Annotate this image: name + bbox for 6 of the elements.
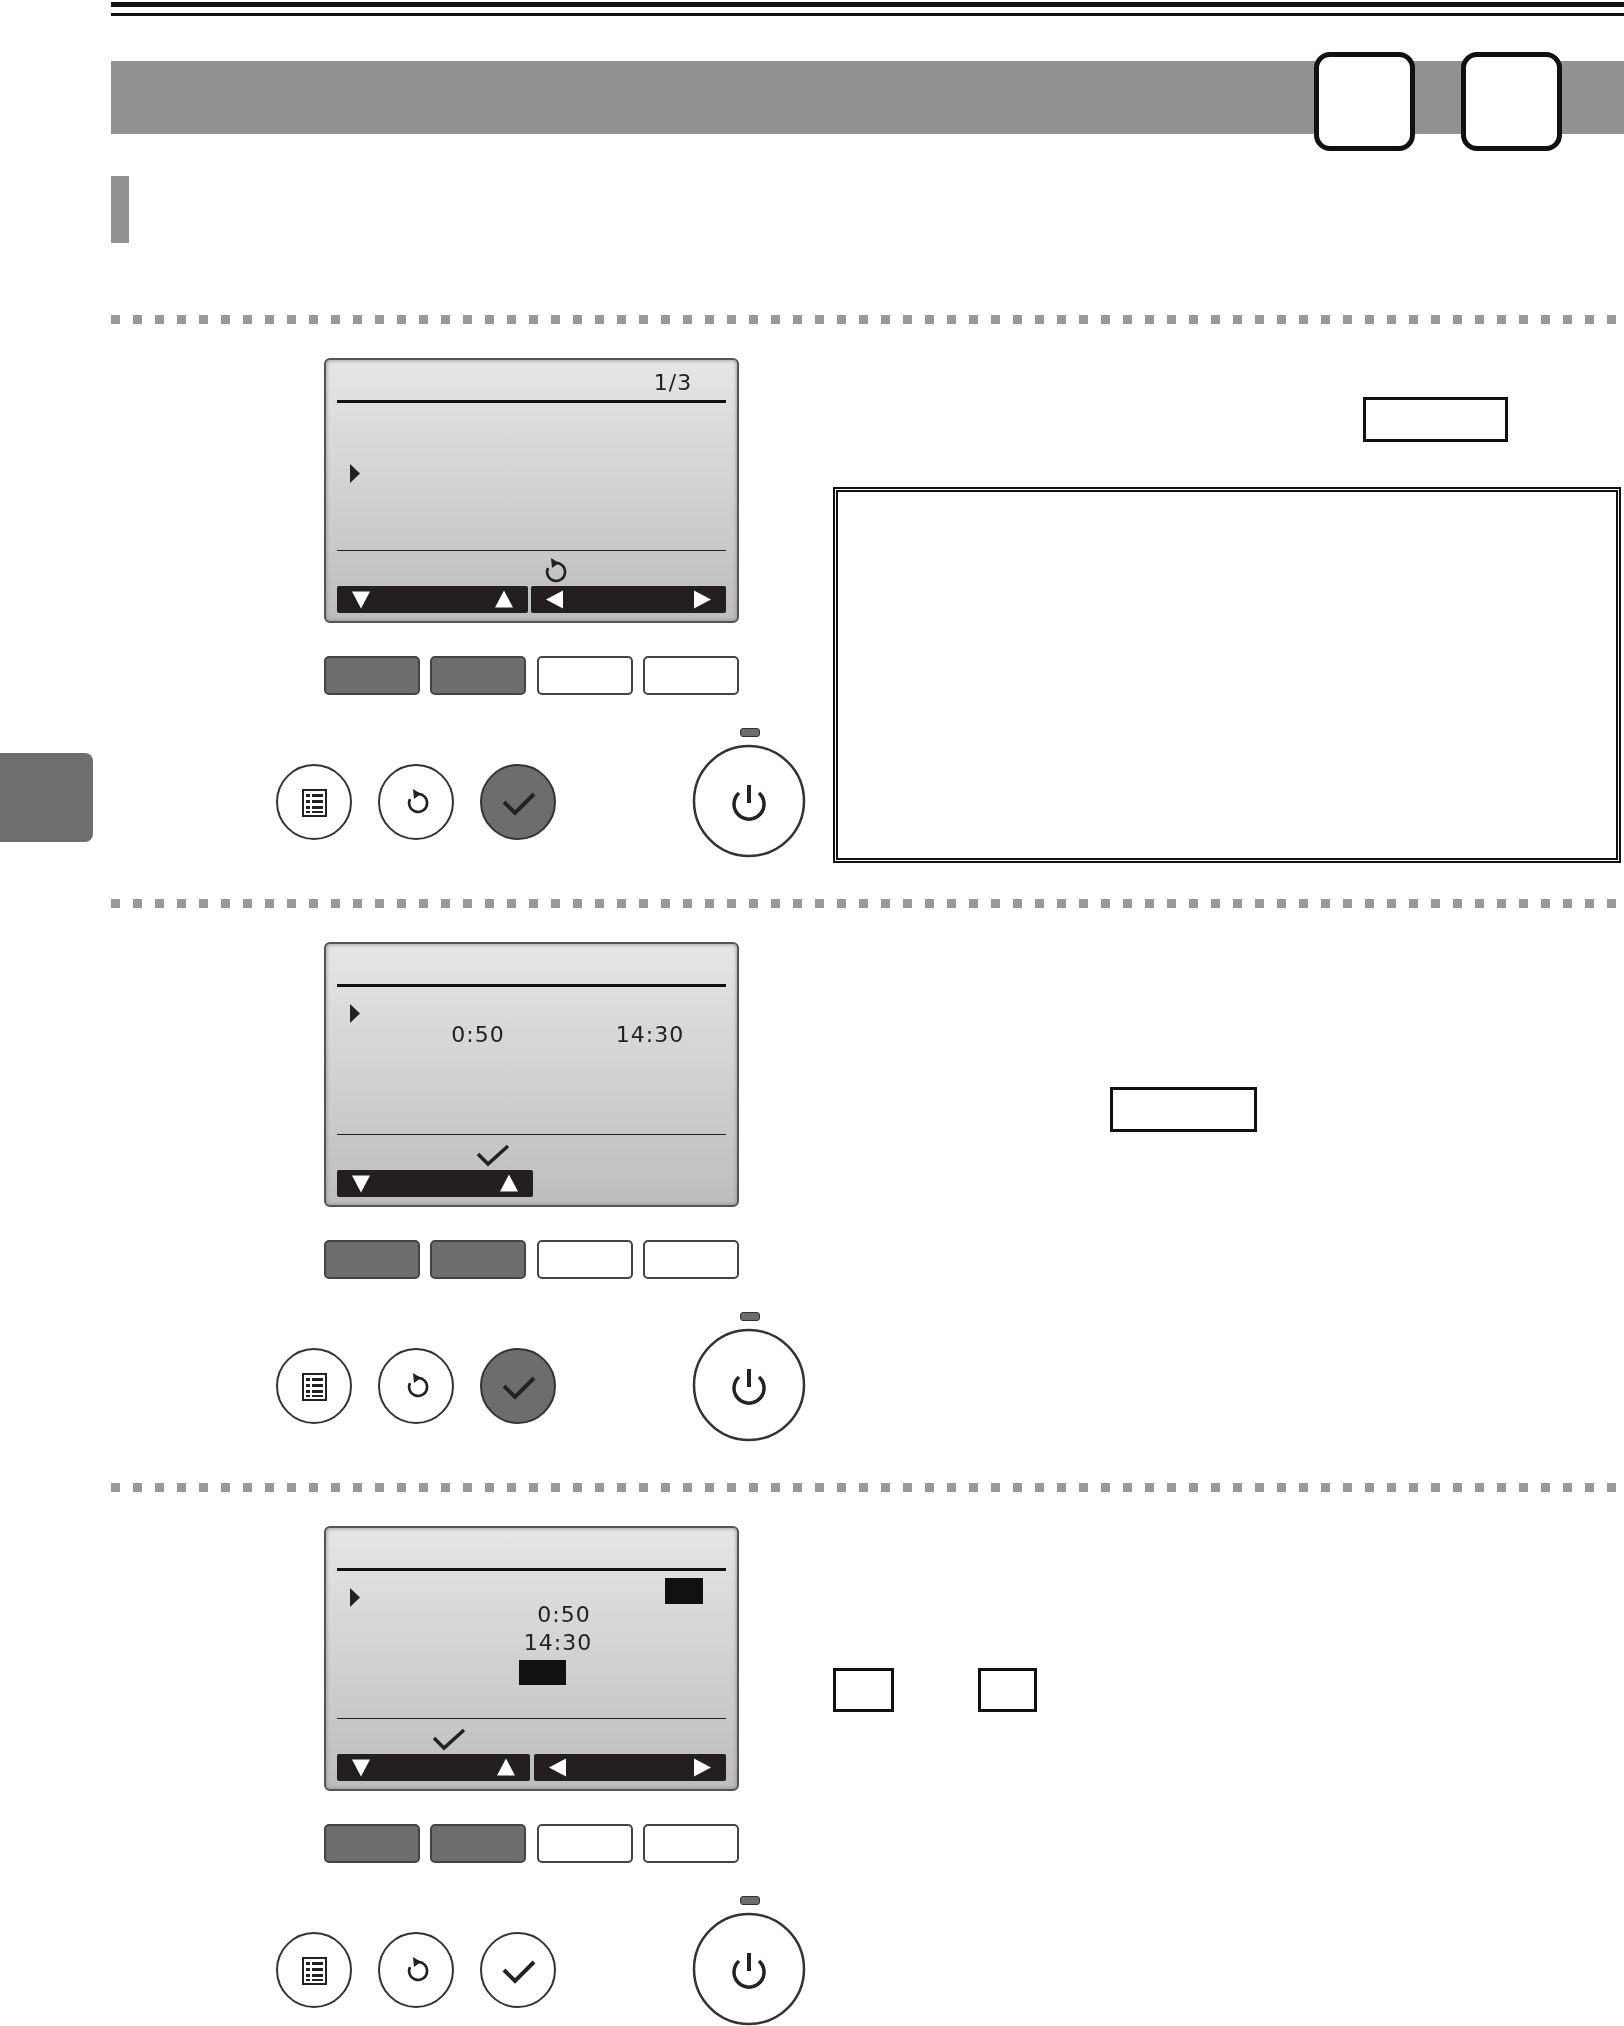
page-indicator: 1/3 [652, 369, 694, 397]
time-value: 0:50 [536, 1601, 592, 1629]
time-value: 14:30 [522, 1629, 594, 1657]
time-value: 0:50 [450, 1021, 506, 1049]
time-value: 14:30 [614, 1021, 686, 1049]
side-tab [0, 753, 93, 842]
